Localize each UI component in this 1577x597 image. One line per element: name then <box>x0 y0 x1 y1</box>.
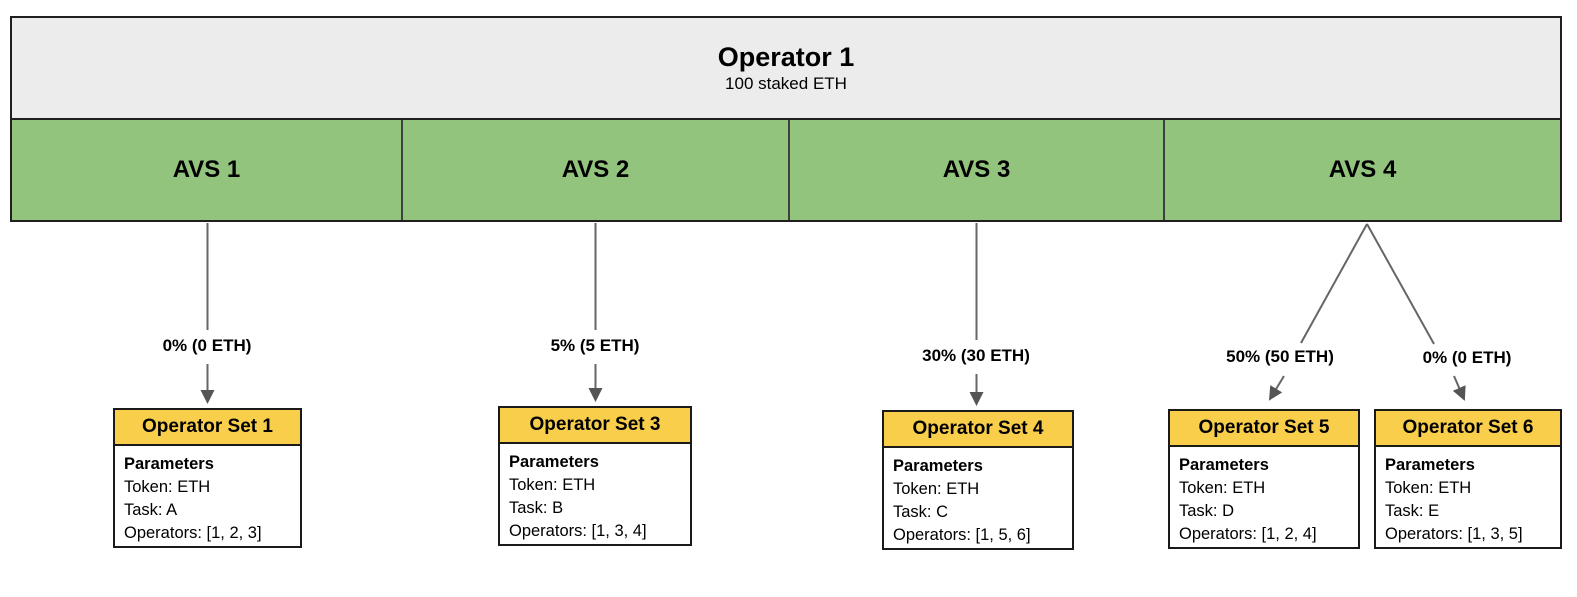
avs-cell-4: AVS 4 <box>1165 120 1560 220</box>
avs-cell-2: AVS 2 <box>402 120 790 220</box>
operators-line: Operators: [1, 2, 3] <box>124 524 262 542</box>
allocation-label-avs4-right: 0% (0 ETH) <box>1422 348 1512 367</box>
allocation-label-avs2: 5% (5 ETH) <box>550 336 640 355</box>
operator-stake-subtitle: 100 staked ETH <box>725 74 847 93</box>
operator-set-title: Operator Set 4 <box>884 412 1072 448</box>
operator-set-title: Operator Set 6 <box>1376 411 1560 447</box>
operator-set-card-5: Operator Set 5 Parameters Token: ETH Tas… <box>1168 409 1360 549</box>
task-line: Task: B <box>509 499 564 517</box>
avs-row: AVS 1 AVS 2 AVS 3 AVS 4 <box>10 118 1562 222</box>
operator-title: Operator 1 <box>717 42 855 72</box>
task-line: Task: E <box>1385 502 1440 520</box>
connector-avs4-left-lower <box>1268 375 1285 401</box>
token-line: Token: ETH <box>1385 479 1472 497</box>
params-heading: Parameters <box>1179 456 1269 474</box>
token-line: Token: ETH <box>124 478 211 496</box>
task-line: Task: A <box>124 501 178 519</box>
allocation-label-avs1: 0% (0 ETH) <box>162 336 252 355</box>
avs-cell-3: AVS 3 <box>789 120 1166 220</box>
operator-set-card-1: Operator Set 1 Parameters Token: ETH Tas… <box>113 408 302 548</box>
operator-set-title: Operator Set 1 <box>115 410 300 446</box>
operator-set-body: Parameters Token: ETH Task: C Operators:… <box>884 448 1072 555</box>
allocation-label-avs4-left: 50% (50 ETH) <box>1226 347 1334 366</box>
operators-line: Operators: [1, 3, 5] <box>1385 525 1523 543</box>
allocation-label-avs3: 30% (30 ETH) <box>922 346 1030 365</box>
connector-avs4-right-upper <box>1366 223 1435 345</box>
operator-set-body: Parameters Token: ETH Task: B Operators:… <box>500 444 690 551</box>
params-heading: Parameters <box>509 453 599 471</box>
operator-set-card-3: Operator Set 3 Parameters Token: ETH Tas… <box>498 406 692 546</box>
token-line: Token: ETH <box>509 476 596 494</box>
operator-set-card-6: Operator Set 6 Parameters Token: ETH Tas… <box>1374 409 1562 549</box>
operator-box: Operator 1 100 staked ETH <box>10 16 1562 120</box>
connector-avs4-right-lower <box>1452 375 1466 401</box>
operator-set-body: Parameters Token: ETH Task: D Operators:… <box>1170 447 1358 554</box>
token-line: Token: ETH <box>1179 479 1266 497</box>
token-line: Token: ETH <box>893 480 980 498</box>
operator-set-title: Operator Set 5 <box>1170 411 1358 447</box>
operators-line: Operators: [1, 5, 6] <box>893 526 1031 544</box>
params-heading: Parameters <box>1385 456 1475 474</box>
params-heading: Parameters <box>124 455 214 473</box>
connector-avs4-left-upper <box>1300 223 1368 344</box>
operator-set-title: Operator Set 3 <box>500 408 690 444</box>
avs-cell-1: AVS 1 <box>12 120 403 220</box>
operators-line: Operators: [1, 2, 4] <box>1179 525 1317 543</box>
task-line: Task: C <box>893 503 949 521</box>
task-line: Task: D <box>1179 502 1235 520</box>
operator-set-body: Parameters Token: ETH Task: E Operators:… <box>1376 447 1560 554</box>
operator-set-card-4: Operator Set 4 Parameters Token: ETH Tas… <box>882 410 1074 550</box>
params-heading: Parameters <box>893 457 983 475</box>
operators-line: Operators: [1, 3, 4] <box>509 522 647 540</box>
operator-set-body: Parameters Token: ETH Task: A Operators:… <box>115 446 300 553</box>
